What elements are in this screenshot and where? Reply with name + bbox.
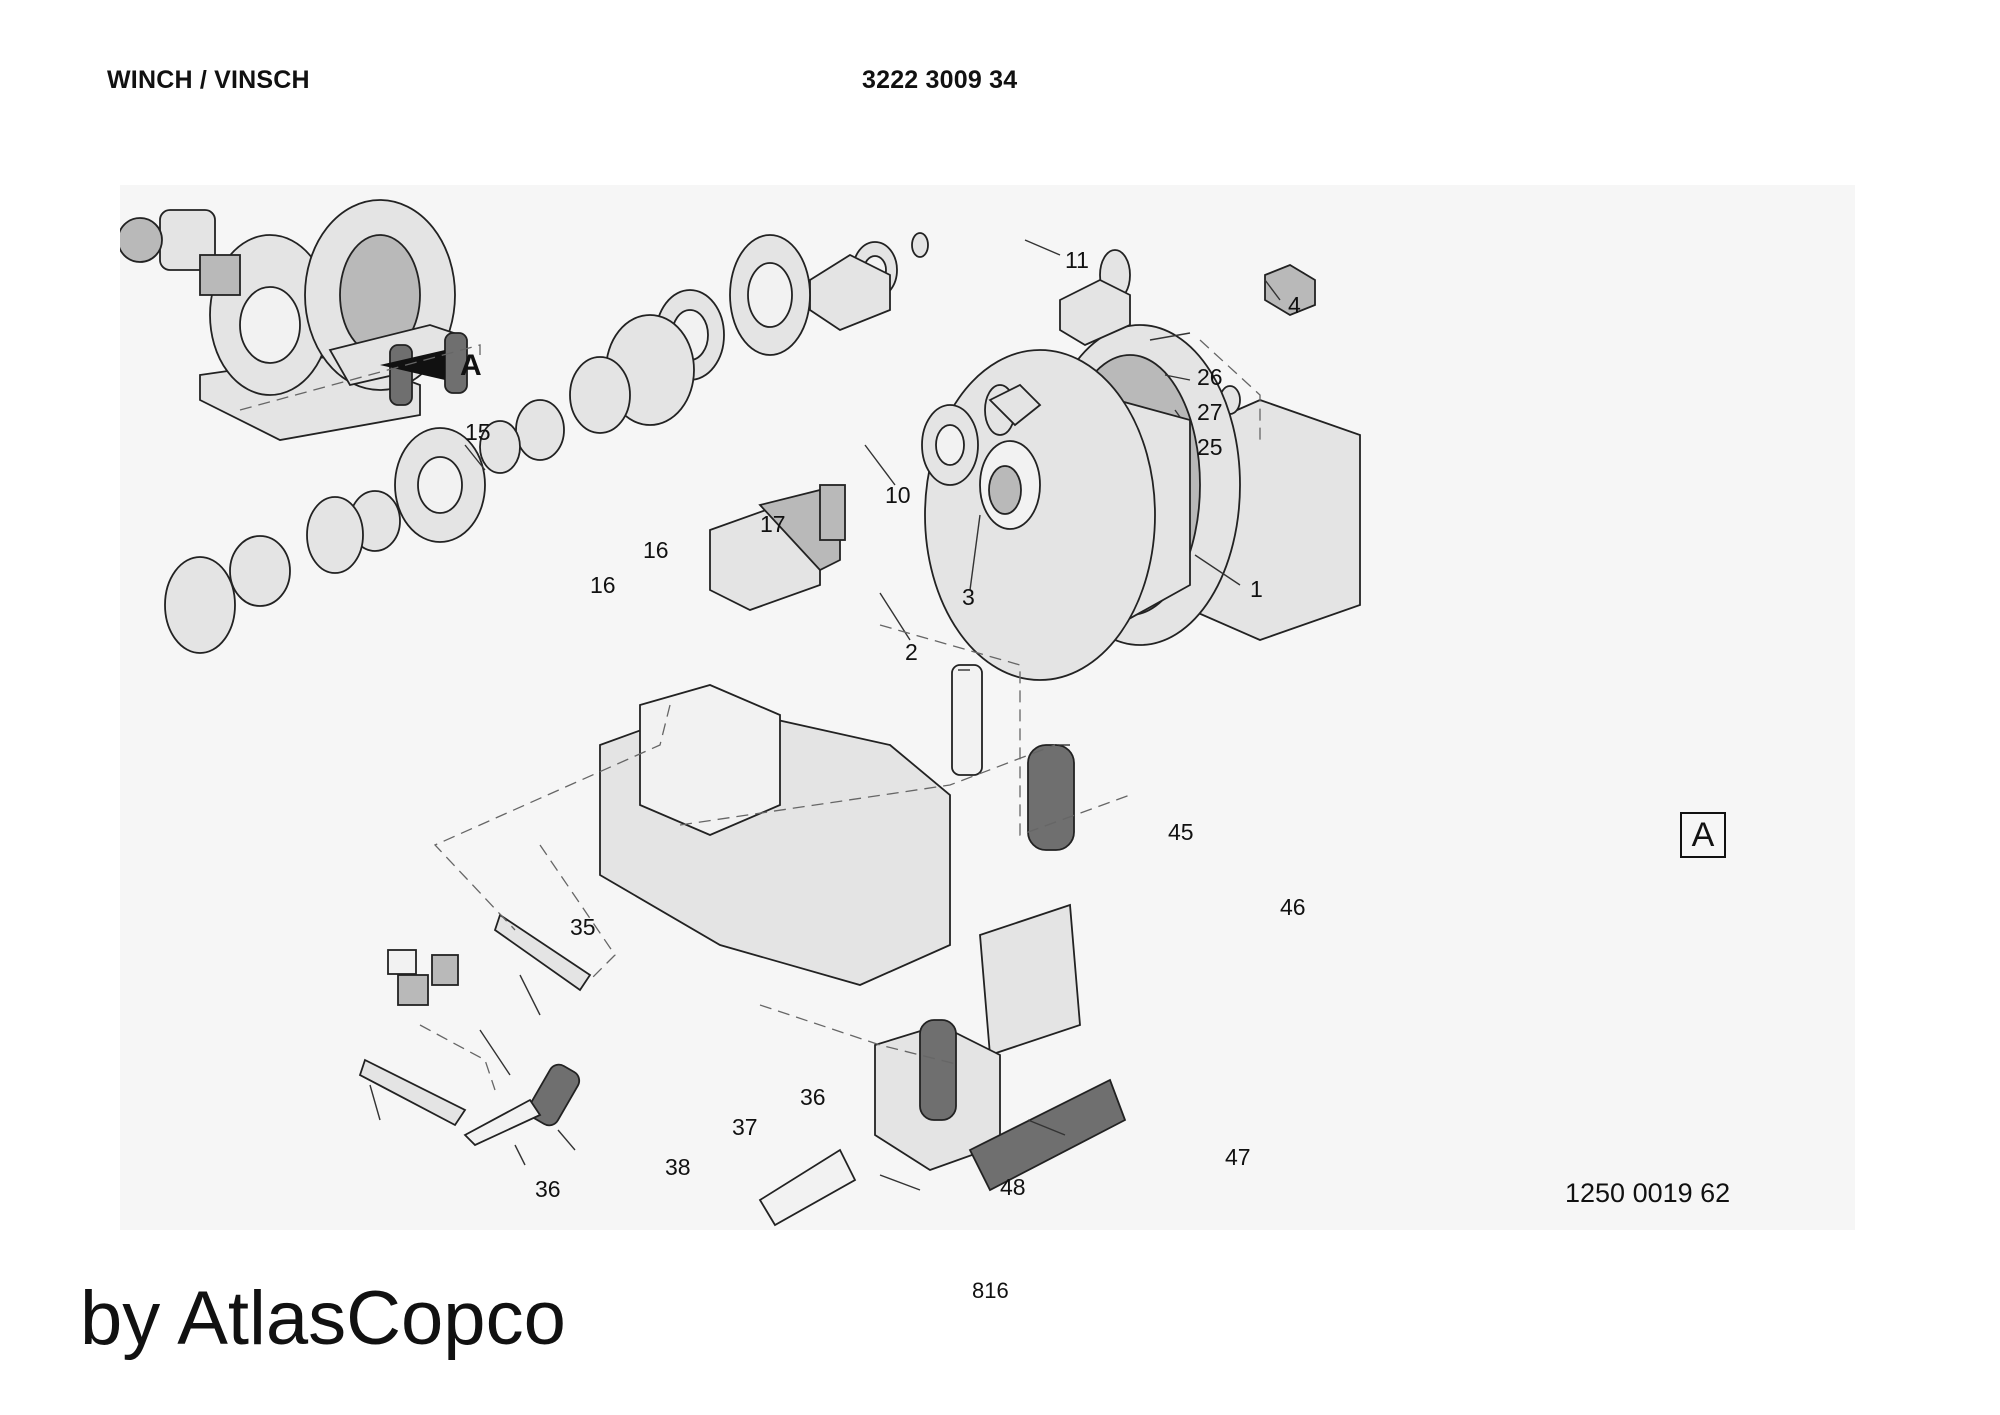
callout-27: 27 [1197, 399, 1223, 425]
callout-4: 4 [1288, 292, 1301, 318]
callout-45: 45 [1168, 819, 1194, 845]
drive-components [164, 232, 1316, 654]
leader-lines [369, 239, 1281, 1191]
view-marker-label: A [460, 349, 482, 382]
callout-47: 47 [1225, 1144, 1251, 1170]
view-arrow-icon [380, 350, 445, 380]
callout-11: 11 [1065, 247, 1089, 273]
callout-16a: 16 [590, 572, 616, 598]
page-title: WINCH / VINSCH [107, 66, 310, 94]
link-components [358, 913, 592, 1147]
callout-15: 15 [465, 419, 491, 445]
hydraulic-motor [709, 484, 846, 611]
callout-36b: 36 [535, 1176, 561, 1202]
callout-46: 46 [1280, 894, 1306, 920]
callout-38: 38 [665, 1154, 691, 1180]
base-frame [599, 684, 951, 986]
callout-26: 26 [1197, 364, 1223, 390]
watermark: by AtlasCopco [80, 1276, 566, 1361]
callout-16b: 16 [643, 537, 669, 563]
callout-2: 2 [905, 639, 918, 665]
winch-overview-illustration [120, 199, 468, 441]
callout-36a: 36 [800, 1084, 826, 1110]
drum-assembly [924, 324, 1361, 681]
callout-1: 1 [1250, 576, 1263, 602]
roller-bracket [758, 664, 1127, 1227]
assembly-dashed-lines [239, 339, 1261, 1091]
winch-exploded-diagram: A [120, 199, 1361, 1227]
callout-37: 37 [732, 1114, 758, 1140]
callout-17: 17 [760, 511, 786, 537]
drawing-number: 1250 0019 62 [1565, 1178, 1731, 1208]
callout-25: 25 [1197, 434, 1223, 460]
callout-10: 10 [885, 482, 911, 508]
view-a-box: A [1680, 812, 1726, 858]
document-number: 3222 3009 34 [862, 66, 1018, 94]
callout-48: 48 [1000, 1174, 1026, 1200]
callout-3: 3 [962, 584, 975, 610]
callout-35: 35 [570, 914, 596, 940]
exploded-diagram-panel: A [120, 185, 1855, 1230]
page-number: 816 [972, 1278, 1009, 1303]
